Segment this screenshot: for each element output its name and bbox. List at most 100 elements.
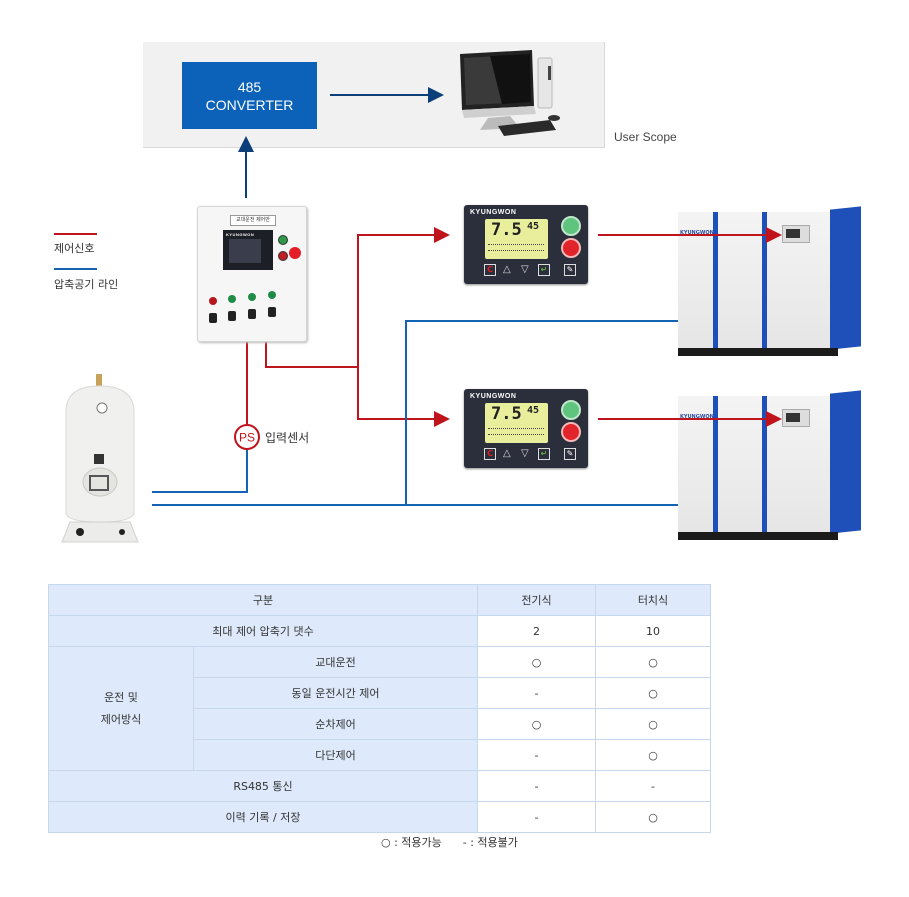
group-label-line-1: 운전 및: [104, 690, 138, 704]
table-row: 동일 운전시간 제어 - ○: [49, 677, 711, 709]
table-row: 이력 기록 / 저장 - ○: [48, 801, 711, 833]
compressor-1-base: [678, 348, 838, 356]
computer-icon: [460, 50, 560, 136]
selector-switch-3: [248, 309, 256, 319]
enter-key-icon: ↵: [538, 448, 550, 460]
controller-2-side-value: 45: [527, 405, 540, 416]
air-line-legend-swatch: [54, 268, 97, 270]
converter-line-1: 485: [237, 78, 262, 95]
down-key-icon: ▽: [521, 264, 529, 275]
compressor-1-brand: KYUNGWON: [680, 230, 714, 236]
table-row: 운전 및 제어방식 교대운전 ○ ○: [48, 646, 711, 771]
start-button-icon: [561, 216, 581, 236]
control-box-nameplate: 교대운전 제어반: [230, 215, 276, 226]
table-header-row: 구분 전기식 터치식: [48, 584, 711, 616]
air-compressor-2: KYUNGWON: [678, 390, 861, 542]
lcd-line: [488, 434, 544, 436]
group-label-line-2: 제어방식: [100, 712, 142, 726]
down-key-icon: ▽: [521, 448, 529, 459]
compressor-2-brand: KYUNGWON: [680, 414, 714, 420]
header-electric: 전기식: [477, 584, 596, 616]
lcd-line: [488, 250, 544, 252]
cell-electric: ○: [477, 646, 596, 678]
air-compressor-1: KYUNGWON: [678, 206, 861, 358]
reset-key-icon: ✎: [564, 448, 576, 460]
touchscreen-display: [229, 239, 261, 263]
pressure-sensor-label: 입력센서: [265, 431, 310, 445]
controller-1-lcd: 7.5 45: [485, 219, 548, 259]
row-label: RS485 통신: [48, 770, 478, 802]
group-label: 운전 및 제어방식: [48, 646, 194, 771]
rs485-converter-box: 485 CONVERTER: [182, 62, 317, 129]
row-label: 동일 운전시간 제어: [193, 677, 478, 709]
cell-touch: ○: [595, 646, 711, 678]
row-label: 다단제어: [193, 739, 478, 771]
control-signal-legend-swatch: [54, 233, 97, 235]
controller-2-brand: KYUNGWON: [470, 393, 517, 400]
air-line-legend-label: 압축공기 라인: [54, 278, 119, 291]
enter-key-icon: ↵: [538, 264, 550, 276]
cell-electric: 2: [477, 615, 596, 647]
cell-touch: ○: [595, 801, 711, 833]
table-row: 다단제어 - ○: [49, 739, 711, 771]
compressor-controller-1: KYUNGWON 7.5 45 C △ ▽ ↵ ✎: [464, 205, 588, 284]
lcd-line: [488, 244, 544, 246]
control-signal-to-controller-2: [357, 367, 450, 427]
stop-button-icon: [561, 238, 581, 258]
compressor-1-door-seam: [713, 212, 718, 348]
pressure-sensor-icon: PS: [234, 424, 260, 450]
compressor-1-controller-window: [782, 225, 810, 243]
header-touch: 터치식: [595, 584, 711, 616]
cell-touch: ○: [595, 708, 711, 740]
up-key-icon: △: [503, 264, 511, 275]
selector-switch-2: [228, 311, 236, 321]
mini-display: [786, 413, 800, 422]
selector-switch-4: [268, 307, 276, 317]
cell-touch: -: [595, 770, 711, 802]
selector-switch-1: [209, 313, 217, 323]
row-label: 순차제어: [193, 708, 478, 740]
header-category: 구분: [48, 584, 478, 616]
compressor-2-controller-window: [782, 409, 810, 427]
indicator-lamp-red: [209, 297, 217, 305]
table-row: 순차제어 ○ ○: [49, 708, 711, 740]
run-lamp-icon: [278, 235, 288, 245]
control-box-touchscreen: KYUNGWON: [223, 230, 273, 270]
lcd-line: [488, 428, 544, 430]
cancel-key-icon: C: [484, 264, 496, 276]
compressor-2-base: [678, 532, 838, 540]
row-label: 교대운전: [193, 646, 478, 678]
row-label: 최대 제어 압축기 댓수: [48, 615, 478, 647]
cell-touch: 10: [595, 615, 711, 647]
air-receiver-tank-icon: [61, 374, 139, 543]
compressor-2-door-seam: [762, 396, 767, 532]
table-row: RS485 통신 - -: [48, 770, 711, 802]
air-line-tank-to-sensor: [152, 449, 248, 493]
cell-electric: -: [477, 677, 596, 709]
mini-display: [786, 229, 800, 238]
control-box-brand: KYUNGWON: [226, 232, 255, 237]
controller-2-lcd: 7.5 45: [485, 403, 548, 443]
air-line-to-compressor-1: [405, 320, 678, 505]
control-signal-to-controller-1: [357, 227, 450, 417]
cell-electric: -: [477, 739, 596, 771]
cancel-key-icon: C: [484, 448, 496, 460]
svg-text:PS: PS: [239, 431, 255, 445]
controller-1-brand: KYUNGWON: [470, 209, 517, 216]
compressor-2-side-panel: [830, 390, 861, 534]
controller-2-main-value: 7.5: [491, 404, 522, 424]
compressor-1-side-panel: [830, 206, 861, 350]
table-footnote: ○ : 적용가능 - : 적용불가: [381, 836, 518, 849]
controller-1-side-value: 45: [527, 221, 540, 232]
cell-electric: -: [477, 770, 596, 802]
cell-touch: ○: [595, 739, 711, 771]
cell-touch: ○: [595, 677, 711, 709]
cell-electric: -: [477, 801, 596, 833]
indicator-lamp-green-1: [228, 295, 236, 303]
cell-electric: ○: [477, 708, 596, 740]
spec-comparison-table: 구분 전기식 터치식 최대 제어 압축기 댓수 2 10 운전 및 제어방식 교…: [48, 584, 711, 833]
user-scope-label: User Scope: [614, 130, 677, 144]
table-row: 최대 제어 압축기 댓수 2 10: [48, 615, 711, 647]
converter-line-2: CONVERTER: [205, 96, 294, 113]
control-signal-trunk: [265, 342, 358, 368]
